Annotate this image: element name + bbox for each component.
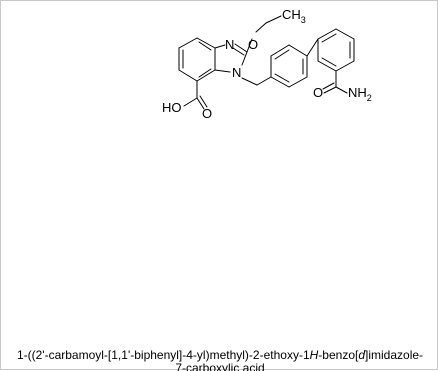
phenyl-ring-b bbox=[317, 28, 355, 72]
ring-n3-label: N bbox=[232, 65, 241, 80]
compound-name-italic-d: d bbox=[358, 349, 366, 362]
compound-name-part2: -benzo[ bbox=[318, 349, 359, 362]
compound-name-part4: 7-carboxylic acid bbox=[175, 361, 265, 371]
methyl-label: CH3 bbox=[282, 7, 306, 25]
compound-name-italic-h: H bbox=[309, 349, 319, 362]
structure-diagram: N N O CH3 HO O O NH2 bbox=[162, 7, 372, 121]
ring-n1-label: N bbox=[225, 37, 234, 52]
benzo-ring bbox=[178, 37, 216, 82]
biaryl-bond bbox=[306, 38, 319, 57]
carbamoyl-group bbox=[322, 70, 348, 94]
phenyl-ring-a bbox=[270, 44, 308, 88]
ethoxy-group bbox=[246, 15, 282, 53]
acid-carbonyl-oxygen-label: O bbox=[202, 106, 212, 121]
methylene-linker bbox=[241, 76, 272, 86]
amide-nitrogen-label: NH2 bbox=[348, 85, 372, 103]
carboxylic-acid-group bbox=[183, 80, 208, 110]
ether-oxygen-label: O bbox=[248, 37, 258, 52]
compound-name: 1-((2'-carbamoyl-[1,1'-biphenyl]-4-yl)me… bbox=[1, 349, 438, 371]
compound-name-part3: ]imidazole- bbox=[365, 349, 424, 362]
amide-oxygen-label: O bbox=[313, 85, 323, 100]
acid-hydroxyl-label: HO bbox=[162, 100, 182, 115]
compound-name-part1: 1-((2'-carbamoyl-[1,1'-biphenyl]-4-yl)me… bbox=[16, 349, 310, 362]
imidazole-ring bbox=[214, 43, 248, 73]
